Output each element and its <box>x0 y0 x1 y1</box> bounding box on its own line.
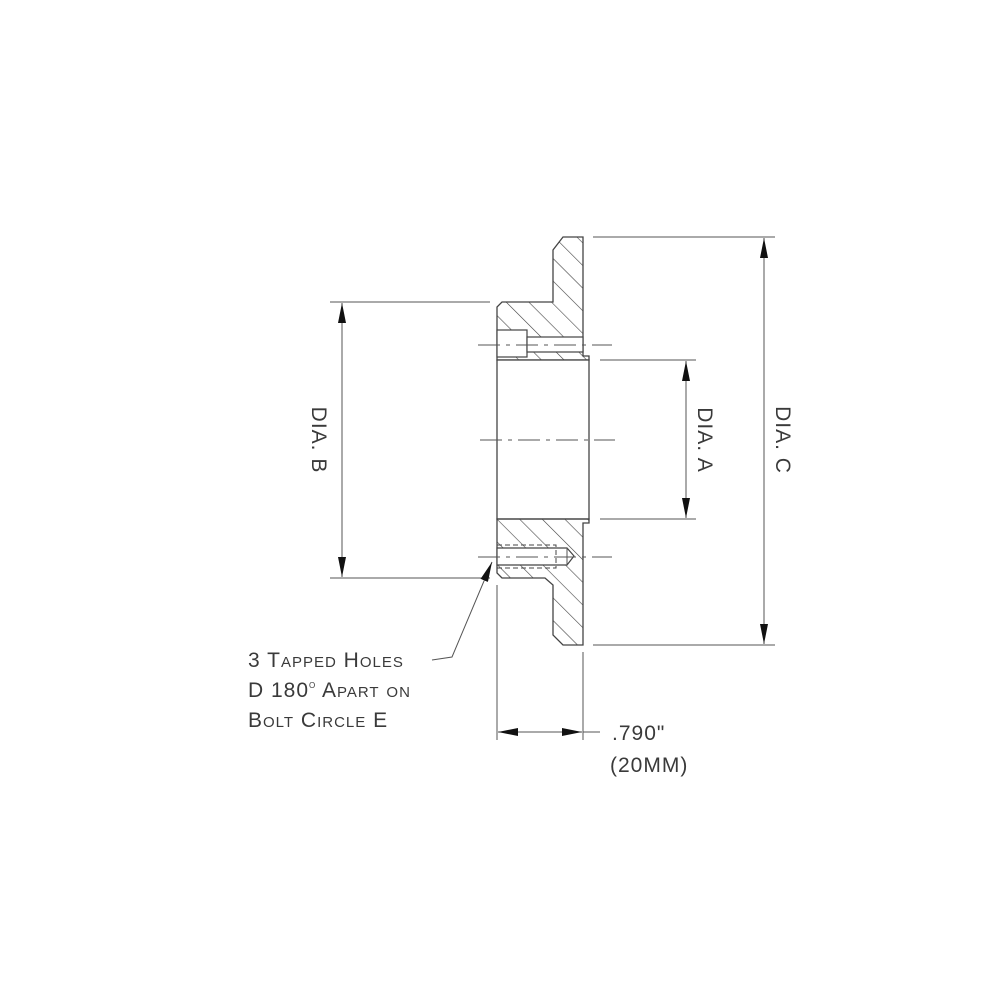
flange-section-top <box>496 236 590 361</box>
flange-section-bottom <box>496 518 590 646</box>
note-line-2: D 180o Apart on <box>248 677 411 702</box>
thickness-metric: (20MM) <box>610 754 688 777</box>
note-line-3: Bolt Circle E <box>248 709 388 732</box>
dia-a-label: DIA. A <box>693 407 716 473</box>
dimension-thickness: .790" (20MM) <box>496 585 688 777</box>
dimension-dia-a: DIA. A <box>600 359 716 520</box>
counterbore-hole <box>496 329 528 358</box>
thickness-inches: .790" <box>612 722 665 745</box>
dia-b-label: DIA. B <box>307 407 330 474</box>
dimension-dia-b: DIA. B <box>307 301 490 579</box>
dia-c-label: DIA. C <box>771 406 794 474</box>
tapped-holes-note: 3 Tapped Holes D 180o Apart on Bolt Circ… <box>248 561 493 732</box>
dimension-dia-c: DIA. C <box>593 236 794 646</box>
note-line-1: 3 Tapped Holes <box>248 649 404 672</box>
